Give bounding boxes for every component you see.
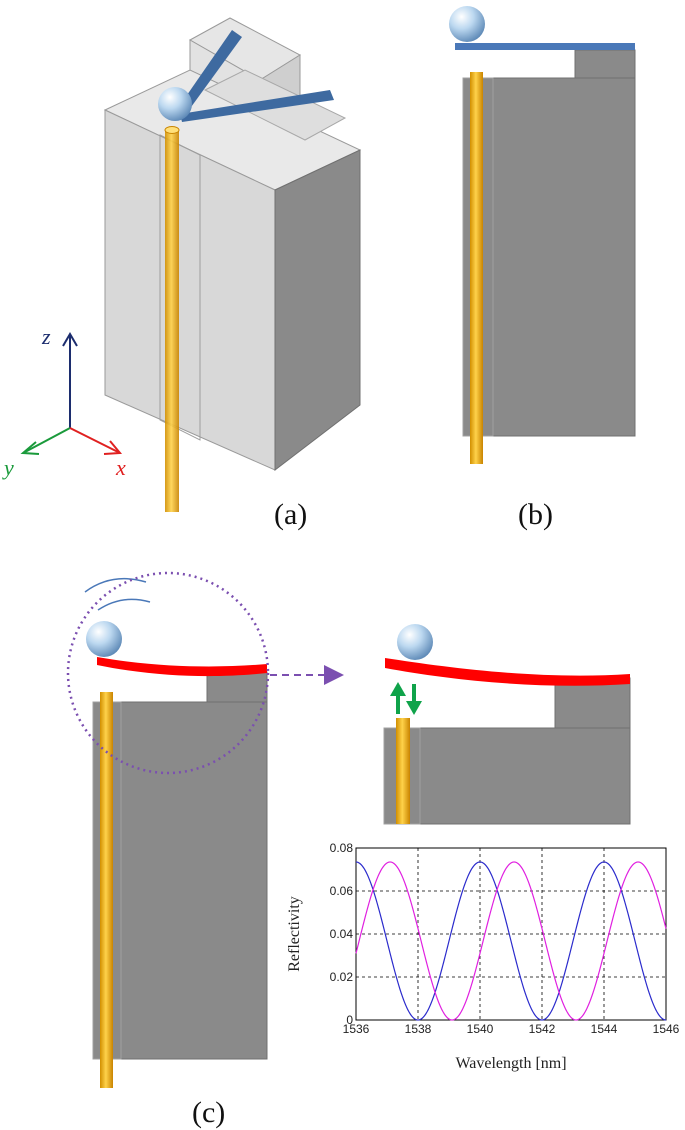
block-a-slot [159, 134, 201, 441]
axis-z-label: z [41, 324, 51, 349]
block-c-body [92, 701, 268, 1060]
fiber-a-top [164, 126, 180, 134]
displacement-arrows [390, 682, 422, 715]
ball-a [158, 87, 192, 121]
vibration-arc-1 [84, 577, 147, 593]
plot-area [355, 847, 667, 1021]
axis-triad: z y x [2, 324, 126, 480]
cantilever-b [455, 43, 635, 50]
panel-a-label: (a) [274, 498, 307, 531]
ball-b [449, 6, 485, 42]
tick-labels: 1536 1538 1540 1542 1544 1546 0 0.02 0.04 0.06 0.0… [330, 841, 680, 1036]
x-axis-title: Wavelength [nm] [455, 1055, 566, 1072]
panel-b [449, 6, 636, 464]
y-tick-label: 0 [346, 1013, 353, 1027]
block-a-right-face [274, 149, 361, 472]
cantilever-c-bent [97, 657, 267, 677]
cantilever-zoom [385, 658, 630, 686]
block-b-step [574, 49, 636, 79]
block-c-step [206, 671, 268, 703]
series-line-2 [355, 861, 667, 1021]
x-tick-label: 1540 [467, 1022, 494, 1036]
x-tick-label: 1542 [529, 1022, 556, 1036]
series-line-1 [355, 861, 667, 1021]
y-axis-title: Reflectivity [286, 896, 303, 972]
panel-c-zoom [383, 624, 631, 825]
block-b-body [462, 77, 636, 437]
x-tick-label: 1546 [653, 1022, 680, 1036]
x-tick-label: 1536 [343, 1022, 370, 1036]
reflectivity-chart: 1536 1538 1540 1542 1544 1546 0 0.02 0.04 0.06 0.0… [286, 841, 680, 1072]
cantilever-a-2 [180, 90, 334, 122]
x-tick-label: 1544 [591, 1022, 618, 1036]
cantilever-a-1 [178, 30, 242, 114]
fiber-b [470, 72, 483, 464]
panel-b-label: (b) [518, 498, 553, 531]
axis-y-label: y [2, 455, 14, 480]
axis-x-label: x [115, 455, 126, 480]
y-tick-label: 0.06 [330, 884, 354, 898]
x-tick-label: 1538 [405, 1022, 432, 1036]
series-layer [355, 861, 667, 1021]
zoom-body [383, 727, 631, 825]
y-tick-label: 0.04 [330, 927, 354, 941]
panel-c-main [66, 571, 344, 1088]
ball-c [86, 621, 122, 657]
panel-c-label: (c) [192, 1096, 225, 1129]
grid [356, 848, 666, 1020]
fiber-a [165, 130, 179, 512]
fiber-c [100, 692, 113, 1088]
vibration-arc-2 [97, 598, 151, 611]
y-tick-label: 0.08 [330, 841, 354, 855]
panel-a [103, 17, 362, 512]
fiber-zoom [396, 718, 410, 824]
ball-zoom [397, 624, 433, 660]
y-tick-label: 0.02 [330, 970, 354, 984]
zoom-circle [66, 571, 270, 775]
